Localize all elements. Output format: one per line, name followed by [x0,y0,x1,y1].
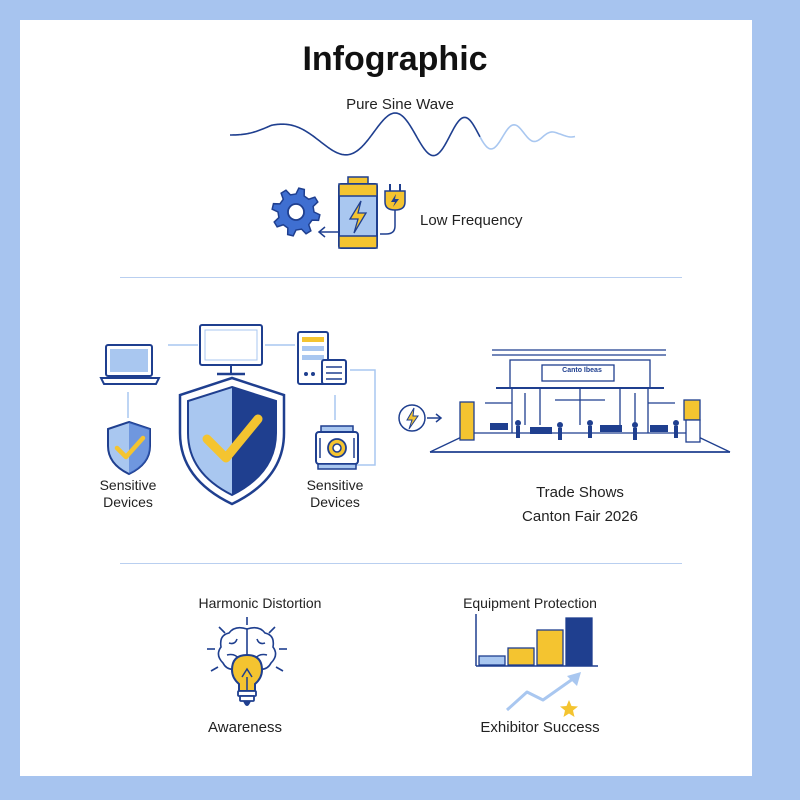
monitor-icon [199,324,263,376]
canton-fair-label: Canton Fair 2026 [522,508,638,525]
trend-arrow-icon [505,672,581,717]
brain-lightbulb-icon [207,617,287,706]
awareness-label: Awareness [208,719,282,736]
sine-wave-label: Pure Sine Wave [346,96,454,113]
sine-wave-icon [230,112,576,157]
trade-shows-label: Trade Shows [536,484,624,501]
protection-shield-icon [178,376,286,506]
bar-2 [507,647,535,666]
laptop-icon [99,344,161,385]
right-device-label-line2: Devices [310,494,360,510]
page-title: Infographic [302,40,488,78]
harmonic-distortion-title: Harmonic Distortion [198,595,322,611]
right-device-label-line1: Sensitive [306,477,364,493]
arrow-left-icon [317,226,338,238]
left-device-label-line2: Devices [103,494,153,510]
divider-bottom [120,563,682,564]
infographic-card [20,20,752,776]
exhibitor-success-label: Exhibitor Success [480,719,600,736]
bar-1 [478,655,506,666]
power-circle-icon [398,404,443,432]
bar-3 [536,629,564,666]
bar-4 [565,617,593,666]
small-shield-icon [107,420,151,476]
battery-icon [338,176,378,249]
equipment-protection-title: Equipment Protection [463,595,597,611]
inverter-device-icon [315,425,359,470]
power-plug-icon [380,184,406,235]
low-frequency-label: Low Frequency [420,212,523,229]
growth-bar-chart [475,614,598,667]
gear-icon [271,187,321,237]
star-icon [560,700,578,717]
device-network-lines [127,344,376,466]
left-device-label-line1: Sensitive [99,477,157,493]
divider-top [120,277,682,278]
server-icon [297,331,347,385]
trade-show-hall-icon [429,349,731,453]
hall-sign-text: Canto Ibeas [562,367,602,374]
